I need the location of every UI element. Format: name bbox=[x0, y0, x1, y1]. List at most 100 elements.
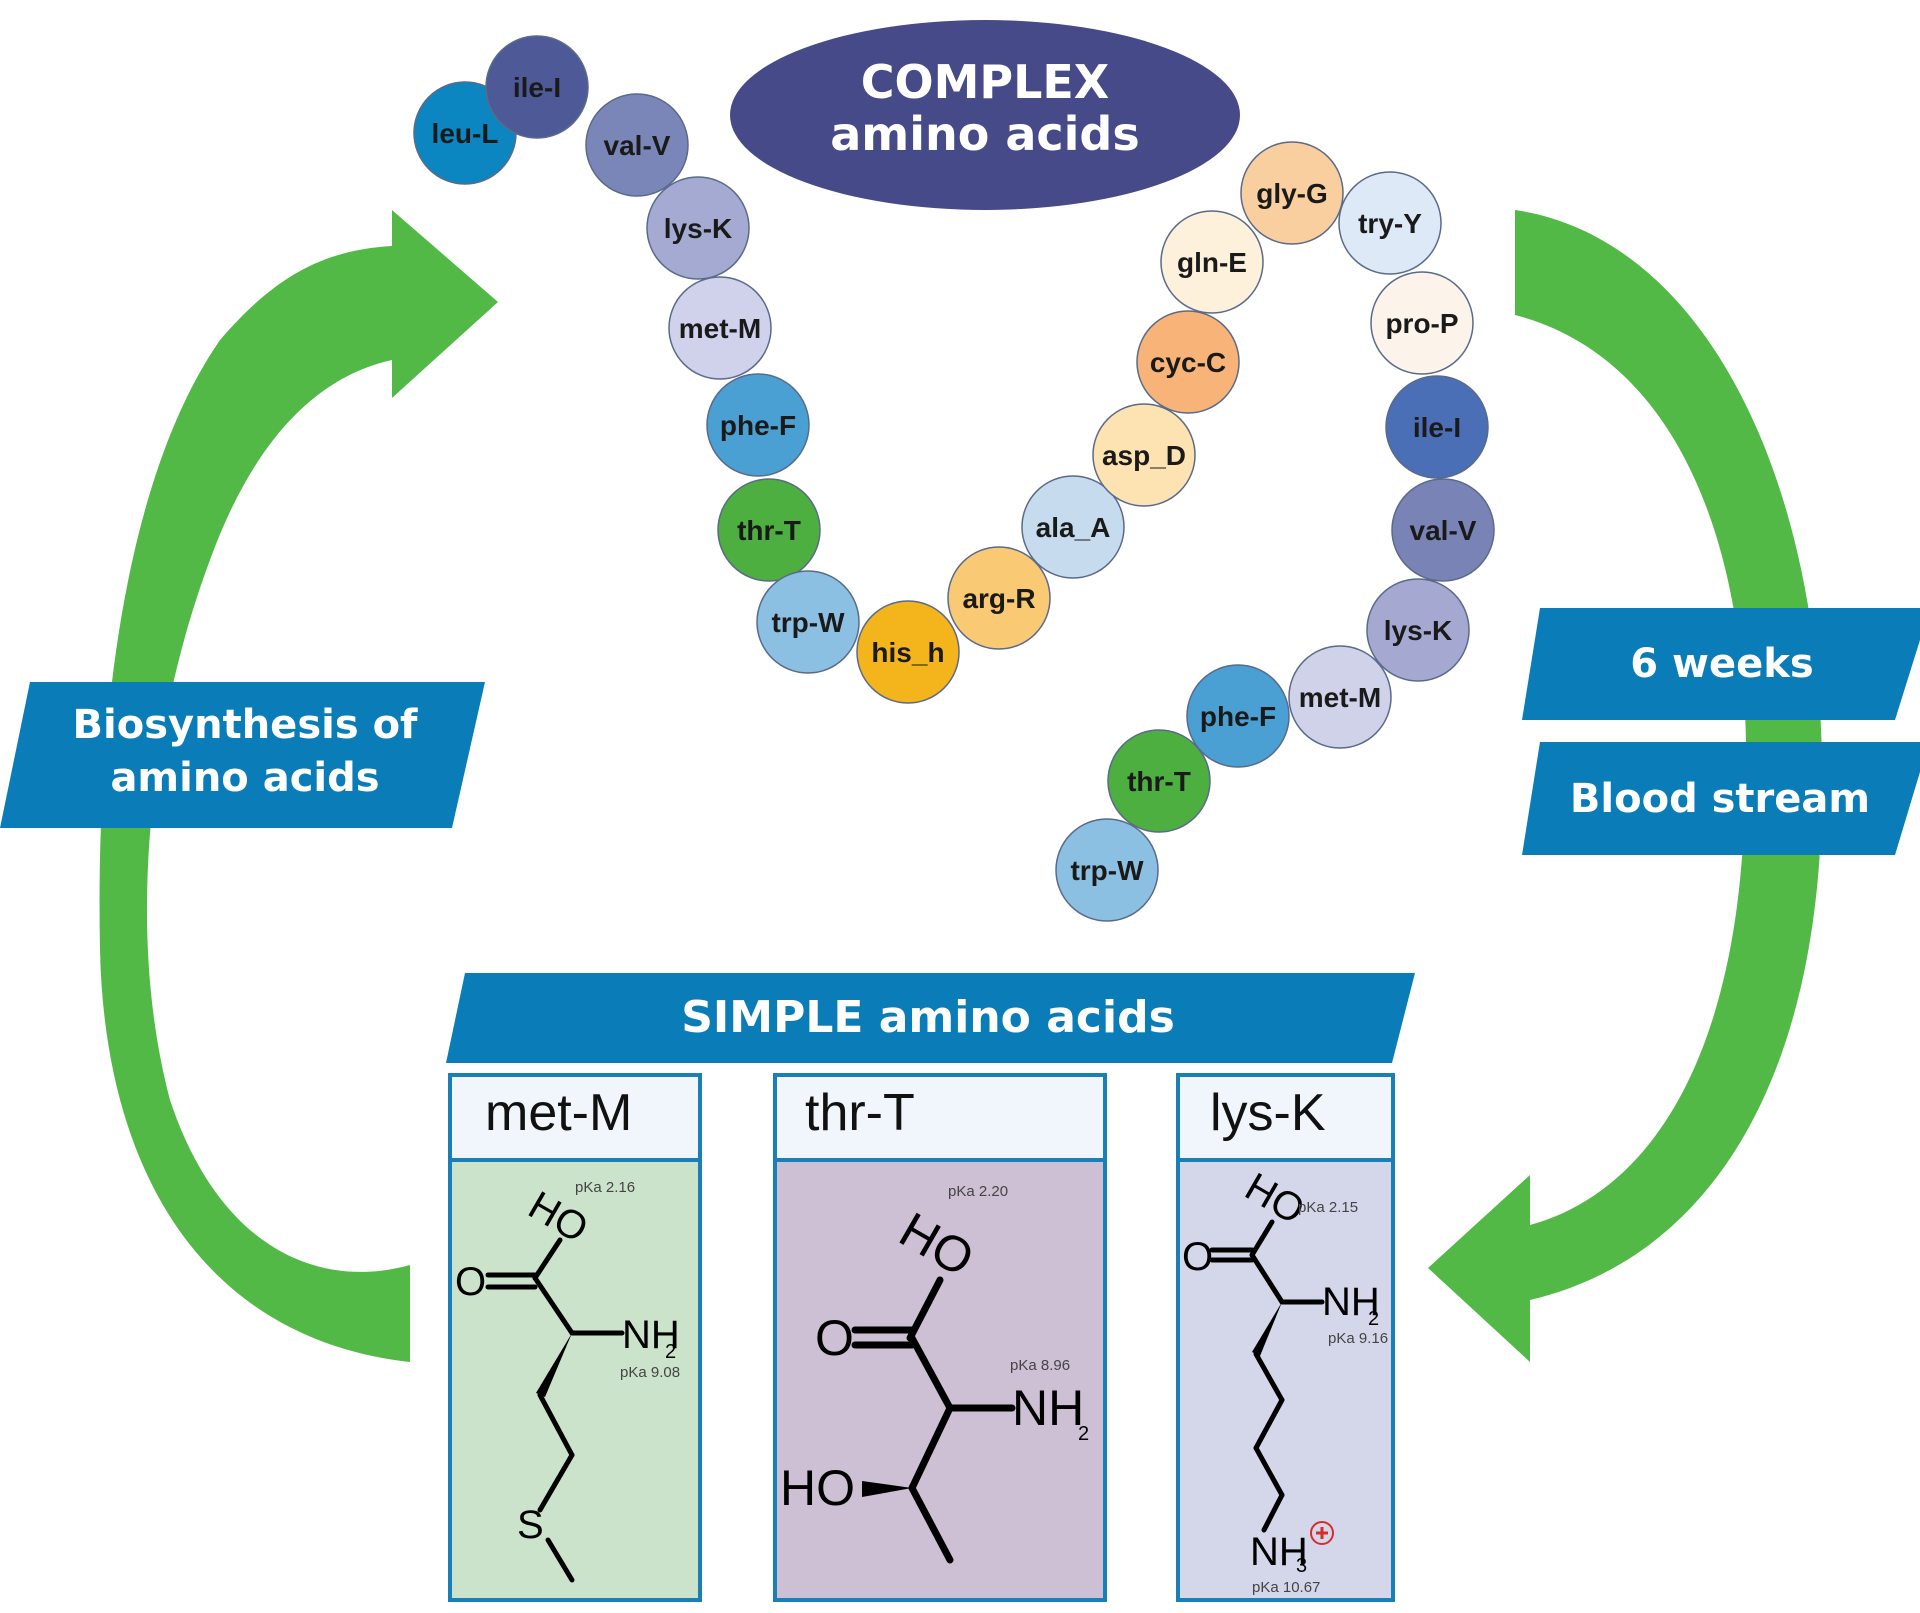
bead-circle bbox=[1107, 729, 1211, 833]
six-weeks-banner: 6 weeks bbox=[1522, 608, 1920, 720]
card-lys-pka-amine: pKa 9.16 bbox=[1328, 1330, 1388, 1347]
card-met-pka-amine: pKa 9.08 bbox=[620, 1364, 680, 1381]
card-met-nh: NH bbox=[622, 1313, 680, 1357]
bead-circle bbox=[485, 35, 589, 139]
amino-acid-bead: trp-W bbox=[1055, 818, 1159, 922]
bead-circle bbox=[646, 176, 750, 280]
bead-label: ala_A bbox=[1036, 512, 1111, 543]
bead-label: leu-L bbox=[432, 118, 499, 149]
bead-label: gly-G bbox=[1256, 178, 1328, 209]
bead-circle bbox=[947, 546, 1051, 650]
card-thr-nh: NH bbox=[1012, 1380, 1084, 1436]
bead-label: cyc-C bbox=[1150, 347, 1226, 378]
bead-circle bbox=[1021, 475, 1125, 579]
bead-circle bbox=[1240, 141, 1344, 245]
bead-label: met-M bbox=[1299, 682, 1381, 713]
card-lys-nh3: NH bbox=[1250, 1530, 1308, 1574]
biosynthesis-label-line1: Biosynthesis of bbox=[73, 702, 419, 748]
bead-label: arg-R bbox=[962, 583, 1035, 614]
left-cycle-arrow bbox=[99, 210, 498, 1362]
card-thr-pka-acid: pKa 2.20 bbox=[948, 1183, 1008, 1200]
bead-circle bbox=[1288, 645, 1392, 749]
bead-circle bbox=[585, 93, 689, 197]
bead-label: ile-I bbox=[513, 72, 561, 103]
card-thr-title: thr-T bbox=[805, 1084, 915, 1142]
amino-acid-bead: met-M bbox=[668, 276, 772, 380]
amino-acid-bead: trp-W bbox=[756, 570, 860, 674]
amino-acid-bead: phe-F bbox=[1186, 664, 1290, 768]
bead-circle bbox=[1366, 578, 1470, 682]
bead-label: val-V bbox=[1410, 515, 1477, 546]
card-thr-n-sub: 2 bbox=[1078, 1423, 1089, 1445]
biosynthesis-label-line2: amino acids bbox=[110, 755, 379, 801]
card-lys-pka-acid: pKa 2.15 bbox=[1298, 1199, 1358, 1216]
bead-label: ile-I bbox=[1413, 412, 1461, 443]
bead-circle bbox=[756, 570, 860, 674]
complex-amino-acids-badge: COMPLEX amino acids bbox=[730, 20, 1240, 210]
card-met-pka-acid: pKa 2.16 bbox=[575, 1179, 635, 1196]
amino-acid-bead: cyc-C bbox=[1136, 310, 1240, 414]
positive-charge-icon bbox=[1310, 1521, 1334, 1545]
bead-label: phe-F bbox=[1200, 701, 1276, 732]
blood-stream-banner: Blood stream bbox=[1522, 742, 1920, 855]
card-met-o: O bbox=[455, 1260, 486, 1304]
bead-label: lys-K bbox=[664, 213, 732, 244]
bead-circle bbox=[668, 276, 772, 380]
bead-circle bbox=[717, 478, 821, 582]
bead-label: lys-K bbox=[1384, 615, 1452, 646]
complex-title-line1: COMPLEX bbox=[861, 55, 1110, 109]
amino-acid-bead: lys-K bbox=[646, 176, 750, 280]
card-lys-nh3-sub: 3 bbox=[1296, 1555, 1307, 1577]
bead-label: pro-P bbox=[1385, 308, 1458, 339]
amino-acid-bead: gln-E bbox=[1160, 210, 1264, 314]
amino-acid-bead: lys-K bbox=[1366, 578, 1470, 682]
bead-label: trp-W bbox=[771, 607, 845, 638]
bead-label: met-M bbox=[679, 313, 761, 344]
bead-circle bbox=[1092, 403, 1196, 507]
bead-circle bbox=[1186, 664, 1290, 768]
bead-label: thr-T bbox=[737, 515, 801, 546]
bead-circle bbox=[1385, 375, 1489, 479]
card-met-s: S bbox=[517, 1503, 544, 1547]
amino-acid-bead: ile-I bbox=[485, 35, 589, 139]
bead-circle bbox=[1160, 210, 1264, 314]
bead-circle bbox=[856, 600, 960, 704]
card-met: met-M pKa 2.16 HO O NH 2 pKa 9.08 S bbox=[448, 1073, 702, 1602]
bead-circle bbox=[1391, 478, 1495, 582]
bead-label: val-V bbox=[604, 130, 671, 161]
bead-circle bbox=[1055, 818, 1159, 922]
amino-acid-bead: ile-I bbox=[1385, 375, 1489, 479]
card-lys-nh: NH bbox=[1322, 1280, 1380, 1324]
amino-acid-bead: thr-T bbox=[1107, 729, 1211, 833]
card-thr-pka-amine: pKa 8.96 bbox=[1010, 1357, 1070, 1374]
bead-label: phe-F bbox=[720, 410, 796, 441]
simple-amino-acids-banner: SIMPLE amino acids bbox=[446, 973, 1415, 1063]
bead-circle bbox=[1338, 171, 1442, 275]
amino-acid-bead: phe-F bbox=[706, 373, 810, 477]
amino-acid-bead: thr-T bbox=[717, 478, 821, 582]
six-weeks-label: 6 weeks bbox=[1630, 641, 1813, 687]
bead-circle bbox=[706, 373, 810, 477]
card-met-n-sub: 2 bbox=[665, 1341, 676, 1363]
biosynthesis-banner: Biosynthesis of amino acids bbox=[0, 682, 485, 828]
bead-circle bbox=[1136, 310, 1240, 414]
amino-acid-bead: met-M bbox=[1288, 645, 1392, 749]
amino-acid-bead: val-V bbox=[585, 93, 689, 197]
amino-acid-bead: ala_A bbox=[1021, 475, 1125, 579]
card-thr-ho2: HO bbox=[780, 1460, 855, 1516]
bead-label: gln-E bbox=[1177, 247, 1247, 278]
amino-acid-bead: val-V bbox=[1391, 478, 1495, 582]
amino-acid-bead: gly-G bbox=[1240, 141, 1344, 245]
card-thr: thr-T pKa 2.20 HO O pKa 8.96 NH 2 HO bbox=[773, 1073, 1107, 1602]
card-lys-title: lys-K bbox=[1210, 1084, 1326, 1142]
right-cycle-arrow bbox=[1428, 210, 1823, 1362]
card-met-title: met-M bbox=[485, 1084, 632, 1142]
card-lys-o: O bbox=[1182, 1235, 1213, 1279]
amino-acid-bead: try-Y bbox=[1338, 171, 1442, 275]
amino-acid-bead: arg-R bbox=[947, 546, 1051, 650]
card-lys: lys-K HO pKa 2.15 O NH 2 pKa 9.16 NH 3 p… bbox=[1176, 1073, 1395, 1602]
amino-acid-bead: his_h bbox=[856, 600, 960, 704]
bead-label: trp-W bbox=[1070, 855, 1144, 886]
simple-title: SIMPLE amino acids bbox=[681, 992, 1175, 1043]
amino-acid-bead: pro-P bbox=[1370, 271, 1474, 375]
